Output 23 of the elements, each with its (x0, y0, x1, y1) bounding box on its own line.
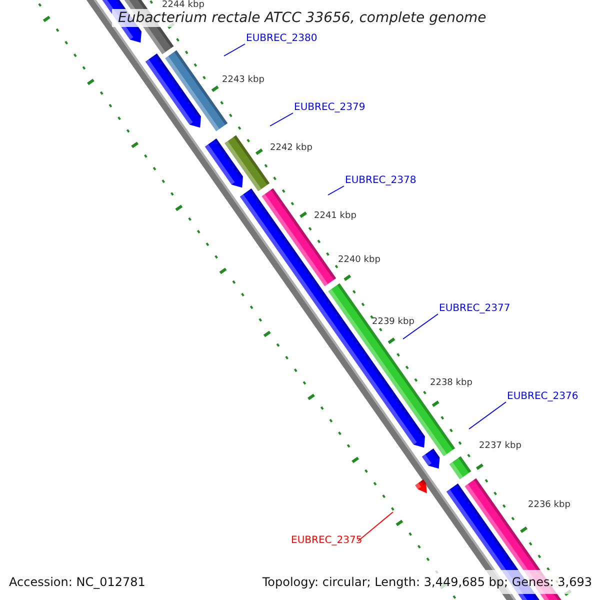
gene-label: EUBREC_2380 (246, 34, 318, 44)
leader-line (328, 186, 344, 196)
scale-label: 2238 kbp (430, 379, 472, 388)
gene-label: EUBREC_2376 (507, 392, 578, 402)
gene-label: EUBREC_2377 (439, 304, 510, 314)
scale-label: 2237 kbp (479, 442, 522, 451)
leader-line (224, 44, 246, 56)
accession-text: Accession: NC_012781 (9, 576, 146, 588)
genome-summary-text: Topology: circular; Length: 3,449,685 bp; Genes: 3,693 (262, 576, 592, 588)
leader-line (402, 314, 438, 340)
scale-label: 2241 kbp (314, 212, 356, 221)
scale-label: 2244 kbp (162, 1, 204, 10)
gene-label: EUBREC_2379 (294, 103, 366, 113)
scale-label: 2236 kbp (528, 501, 570, 510)
leader-line (270, 112, 294, 126)
leader-line (468, 402, 506, 430)
gene-label: EUBREC_2378 (345, 176, 416, 186)
leader-line (358, 512, 394, 542)
gene-label: EUBREC_2375 (291, 536, 362, 546)
scale-label: 2242 kbp (270, 144, 312, 153)
scale-label: 2239 kbp (372, 318, 414, 327)
scale-label: 2243 kbp (222, 76, 264, 85)
scale-label: 2240 kbp (338, 256, 380, 265)
